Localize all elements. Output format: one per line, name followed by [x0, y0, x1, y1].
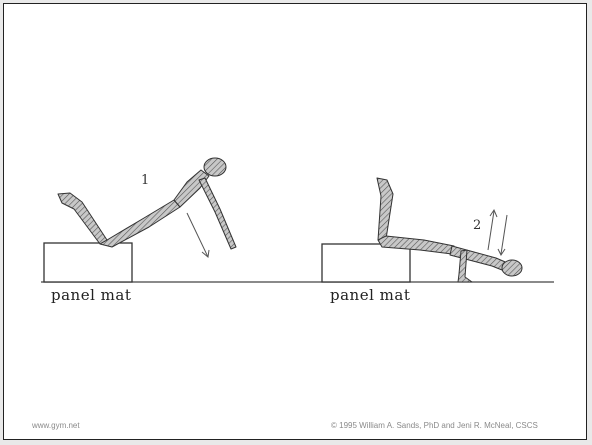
figure-2-person [376, 177, 523, 283]
slide: 1 2 panel mat panel mat www.gym.net © 19… [3, 3, 587, 440]
left-panel-mat-label: panel mat [51, 286, 131, 304]
left-panel-mat-box [43, 242, 133, 283]
footer-copyright: © 1995 William A. Sands, PhD and Jeni R.… [331, 421, 538, 430]
right-panel-mat-label: panel mat [330, 286, 410, 304]
figure-2-arrows [487, 208, 508, 256]
figure-1-person [57, 157, 237, 250]
step-1-number: 1 [141, 173, 149, 188]
step-2-number: 2 [473, 218, 481, 233]
figure-1-arrow [186, 212, 210, 258]
exercise-diagram: 1 2 panel mat panel mat [41, 157, 554, 304]
right-panel-mat-box [321, 243, 411, 283]
footer-website: www.gym.net [32, 421, 80, 430]
